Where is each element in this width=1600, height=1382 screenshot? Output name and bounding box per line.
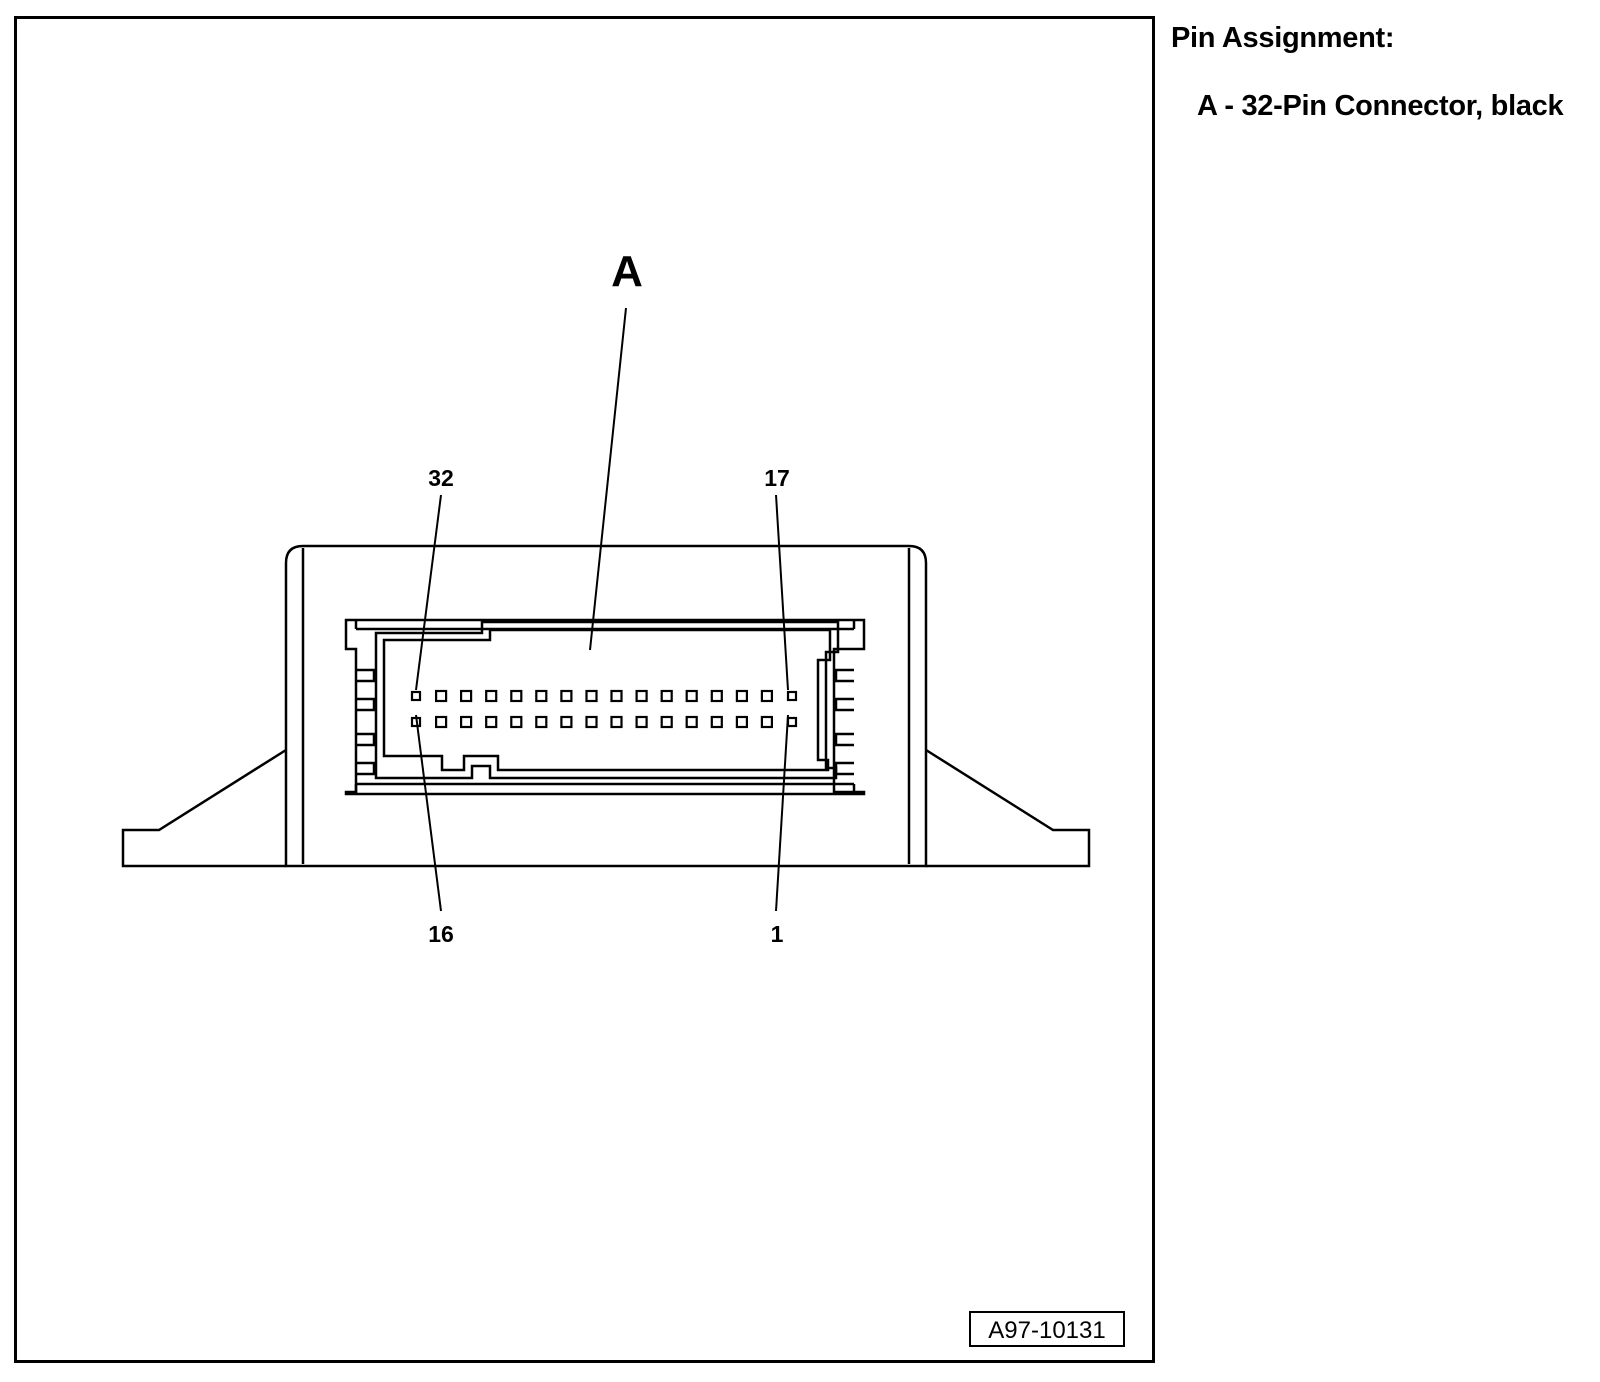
legend-item-description: 32-Pin Connector, black <box>1241 90 1564 122</box>
legend-item-separator: - <box>1216 90 1242 122</box>
right-flange <box>925 748 1091 868</box>
legend-list: A - 32-Pin Connector, black <box>1197 90 1564 123</box>
pin-top-6 <box>535 689 548 703</box>
pin-bottom-10 <box>635 715 648 729</box>
pin-top-4 <box>485 689 498 703</box>
pin-bottom-9 <box>610 715 623 729</box>
pin-top-1 <box>410 690 422 702</box>
pin-bottom-4 <box>485 715 498 729</box>
pin-label-1: 1 <box>771 921 784 947</box>
pin-bottom-2 <box>435 715 448 729</box>
pin-bottom-13 <box>710 715 723 729</box>
housing-outline <box>284 544 928 868</box>
pin-bottom-7 <box>560 715 573 729</box>
right-latch-tabs <box>834 668 854 776</box>
pin-top-2 <box>435 689 448 703</box>
pin-label-32: 32 <box>428 465 454 491</box>
left-latch-tabs <box>356 668 376 776</box>
legend-item-a: A - 32-Pin Connector, black <box>1197 90 1564 123</box>
leader-line-16 <box>415 714 442 912</box>
pin-label-17: 17 <box>764 465 790 491</box>
connector-pins <box>410 689 798 729</box>
pin-bottom-15 <box>760 715 774 729</box>
pin-bottom-5 <box>510 715 523 729</box>
reference-code-border <box>969 1311 1125 1347</box>
pin-bottom-12 <box>685 715 698 729</box>
socket-cavity-outer <box>374 620 840 780</box>
legend-item-letter: A <box>1197 90 1217 122</box>
pin-top-12 <box>685 689 698 703</box>
pin-bottom-3 <box>460 715 473 729</box>
reference-code: A97-10131 <box>988 1317 1105 1344</box>
pin-top-10 <box>635 689 648 703</box>
pin-top-14 <box>735 689 749 703</box>
callout-letter-a: A <box>611 247 643 296</box>
socket-outer-frame <box>344 618 866 796</box>
pin-top-5 <box>510 689 523 703</box>
leader-lines <box>415 307 789 912</box>
pin-bottom-11 <box>660 715 673 729</box>
left-flange <box>121 748 287 868</box>
pin-top-3 <box>460 689 473 703</box>
connector-housing <box>284 544 928 868</box>
leader-line-17 <box>775 494 789 691</box>
legend-heading: Pin Assignment: <box>1171 22 1395 54</box>
connector-socket <box>344 618 866 796</box>
socket-cavity-inner <box>382 628 832 772</box>
diagram-frame <box>14 16 1155 1363</box>
pin-top-16 <box>786 690 798 702</box>
mounting-flanges <box>121 748 1091 868</box>
leader-line-1 <box>775 714 789 912</box>
pin-top-9 <box>610 689 623 703</box>
pin-label-16: 16 <box>428 921 454 947</box>
reference-code-box: A97-10131 <box>969 1311 1125 1347</box>
pin-top-13 <box>710 689 723 703</box>
pin-bottom-14 <box>735 715 749 729</box>
leader-line-a <box>589 307 627 651</box>
pin-top-8 <box>585 689 598 703</box>
pin-bottom-16 <box>786 716 798 728</box>
pin-top-11 <box>660 689 673 703</box>
pin-bottom-8 <box>585 715 598 729</box>
leader-line-32 <box>415 494 442 691</box>
pin-top-7 <box>560 689 573 703</box>
pin-bottom-6 <box>535 715 548 729</box>
pin-top-15 <box>760 689 774 703</box>
